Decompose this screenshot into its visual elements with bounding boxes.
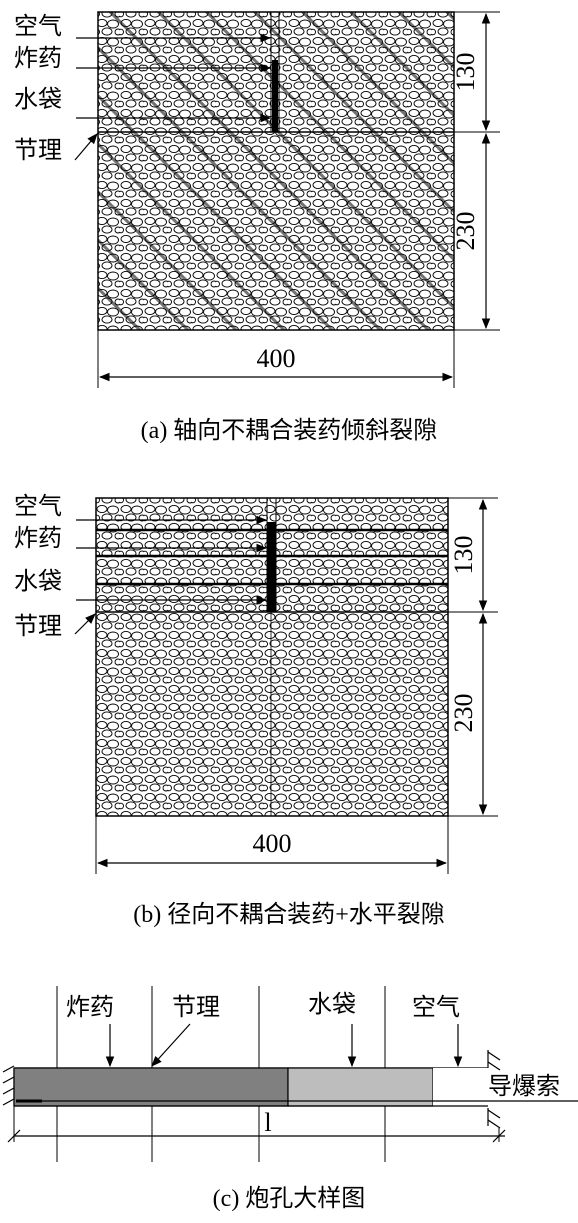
label-air-a: 空气 [14, 12, 62, 40]
rock-face-left [2, 1065, 15, 1106]
label-air-b: 空气 [14, 492, 62, 520]
dim-width-b: 400 [253, 829, 292, 858]
label-air-c: 空气 [412, 993, 460, 1021]
dim-top-a: 130 [451, 53, 480, 92]
joint-arrow-c [151, 1023, 191, 1067]
inclined-cracks-a [98, 12, 454, 330]
dim-bottom-b: 230 [449, 694, 478, 733]
caption-a: (a) 轴向不耦合装药倾斜裂隙 [141, 417, 438, 444]
dim-top-b: 130 [449, 536, 478, 575]
label-water-bag-b: 水袋 [14, 567, 62, 595]
caption-c: (c) 炮孔大样图 [213, 1185, 366, 1212]
water-bag-segment [287, 1067, 434, 1107]
label-water-bag-c: 水袋 [308, 990, 356, 1018]
dim-length-c: l [264, 1108, 271, 1137]
panel-b: 空气 炸药 水袋 节理 130 230 400 (b) 径向不耦合装药+水平裂隙 [14, 492, 498, 928]
explosive-charge-b [267, 522, 276, 612]
explosive-segment [13, 1067, 289, 1107]
joint-leader-a [74, 133, 98, 161]
panel-a: 空气 炸药 水袋 节理 130 230 400 (a) 轴向不耦合装药倾斜裂隙 [14, 11, 500, 444]
label-explosive-b: 炸药 [14, 524, 62, 552]
label-explosive-a: 炸药 [14, 44, 62, 72]
joint-leader-b [74, 613, 96, 635]
caption-b: (b) 径向不耦合装药+水平裂隙 [133, 901, 445, 928]
label-water-bag-a: 水袋 [14, 85, 62, 113]
label-explosive-c: 炸药 [66, 993, 114, 1021]
air-segment [433, 1068, 488, 1106]
dim-width-a: 400 [257, 344, 296, 373]
label-detonating-cord-c: 导爆索 [488, 1072, 560, 1100]
label-joint-a: 节理 [14, 136, 62, 164]
explosive-charge-a [272, 60, 278, 132]
rock-face-right [487, 1050, 501, 1129]
dim-bottom-a: 230 [451, 212, 480, 251]
label-joint-b: 节理 [14, 612, 62, 640]
label-joint-c: 节理 [172, 993, 220, 1021]
panel-c: 炸药 节理 水袋 空气 导爆索 [2, 986, 578, 1212]
